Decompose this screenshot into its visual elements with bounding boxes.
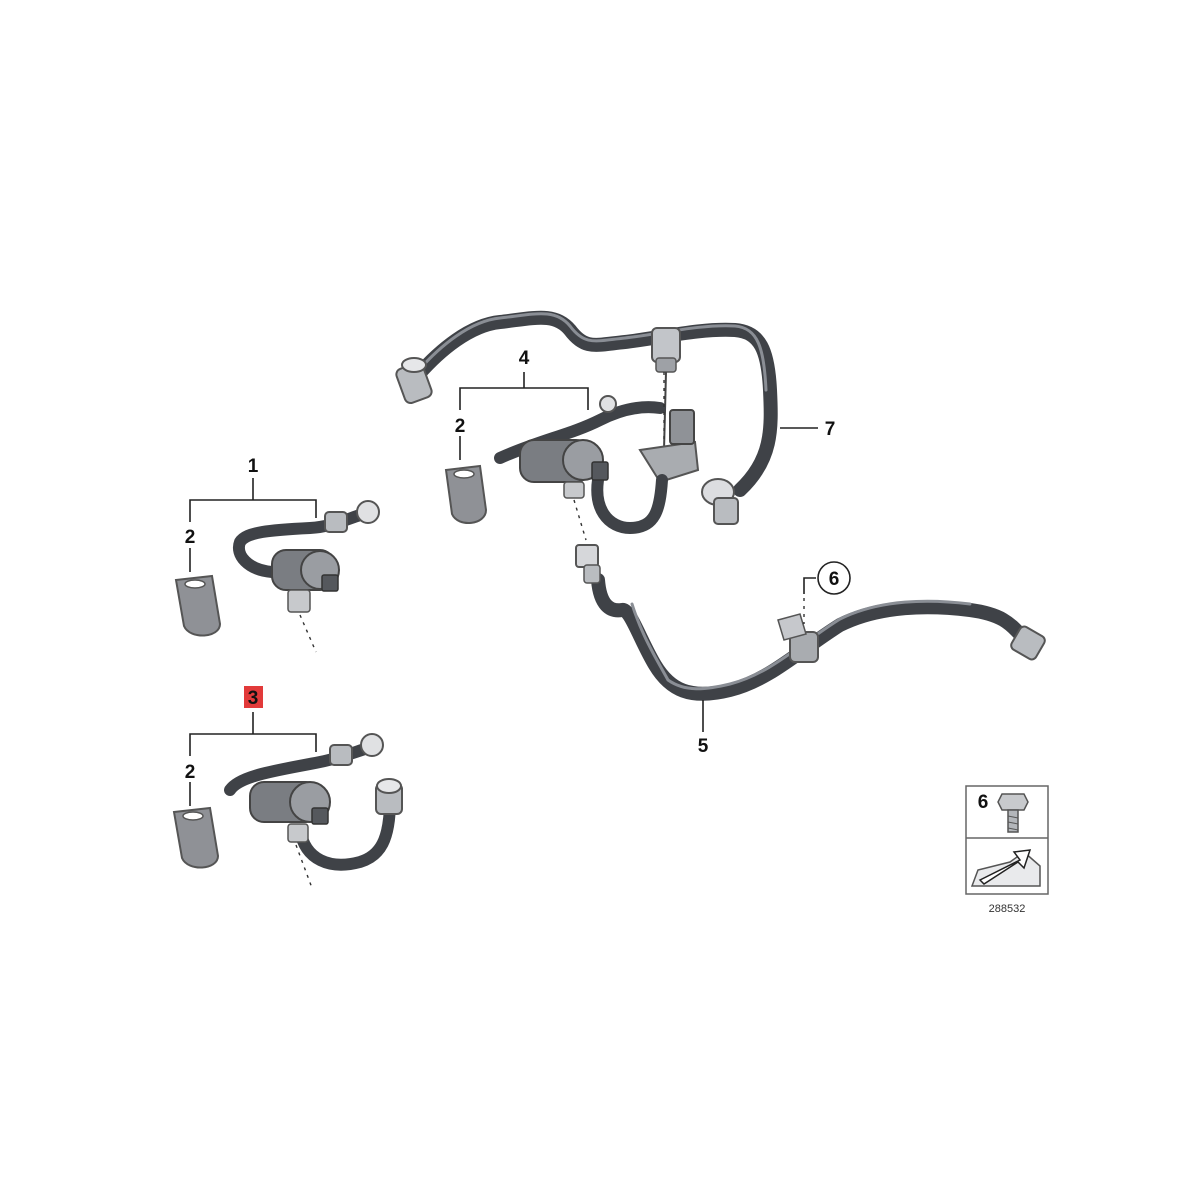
valve-assembly-4 xyxy=(494,395,668,534)
valve-assembly-1 xyxy=(232,500,380,613)
callout-2-middle: 2 xyxy=(185,527,196,548)
callout-6-circle xyxy=(817,561,851,595)
connector-end-right xyxy=(701,478,739,525)
direction-arrow-icon xyxy=(970,849,1041,887)
callout-7: 7 xyxy=(825,419,836,440)
bracket-1 xyxy=(189,478,317,522)
bracket-4 xyxy=(459,372,589,410)
callout-3-highlight xyxy=(244,686,263,708)
clamp-part-2-upper xyxy=(444,464,488,524)
callout-2-lower: 2 xyxy=(185,762,196,783)
pressure-sensor xyxy=(638,371,700,484)
clamp-part-2-middle xyxy=(174,574,222,637)
connector-end-left xyxy=(395,357,433,405)
hose-5-clip xyxy=(777,613,819,663)
hose-assembly-7 xyxy=(395,310,778,525)
callout-1: 1 xyxy=(248,456,259,477)
bolt-icon xyxy=(997,793,1029,833)
mount-line-valve4 xyxy=(573,499,587,541)
hose-5-top-connector xyxy=(575,544,601,584)
legend-box: 6 288532 xyxy=(965,785,1049,915)
valve-assembly-3 xyxy=(224,733,403,871)
clamp-part-2-lower xyxy=(172,806,220,869)
callout-4: 4 xyxy=(519,348,530,369)
hose-5-end-connector xyxy=(1010,625,1046,661)
bracket-3 xyxy=(189,712,317,756)
hose-part-5 xyxy=(575,544,1046,701)
callout-3: 3 xyxy=(248,688,259,709)
leader-6 xyxy=(803,577,816,594)
reference-code: 288532 xyxy=(989,903,1026,915)
callout-2-upper: 2 xyxy=(455,416,466,437)
tee-connector xyxy=(651,327,681,373)
legend-label: 6 xyxy=(978,792,989,813)
callout-5: 5 xyxy=(698,736,709,757)
callout-6: 6 xyxy=(829,569,840,590)
mount-line-valve1 xyxy=(299,614,317,653)
